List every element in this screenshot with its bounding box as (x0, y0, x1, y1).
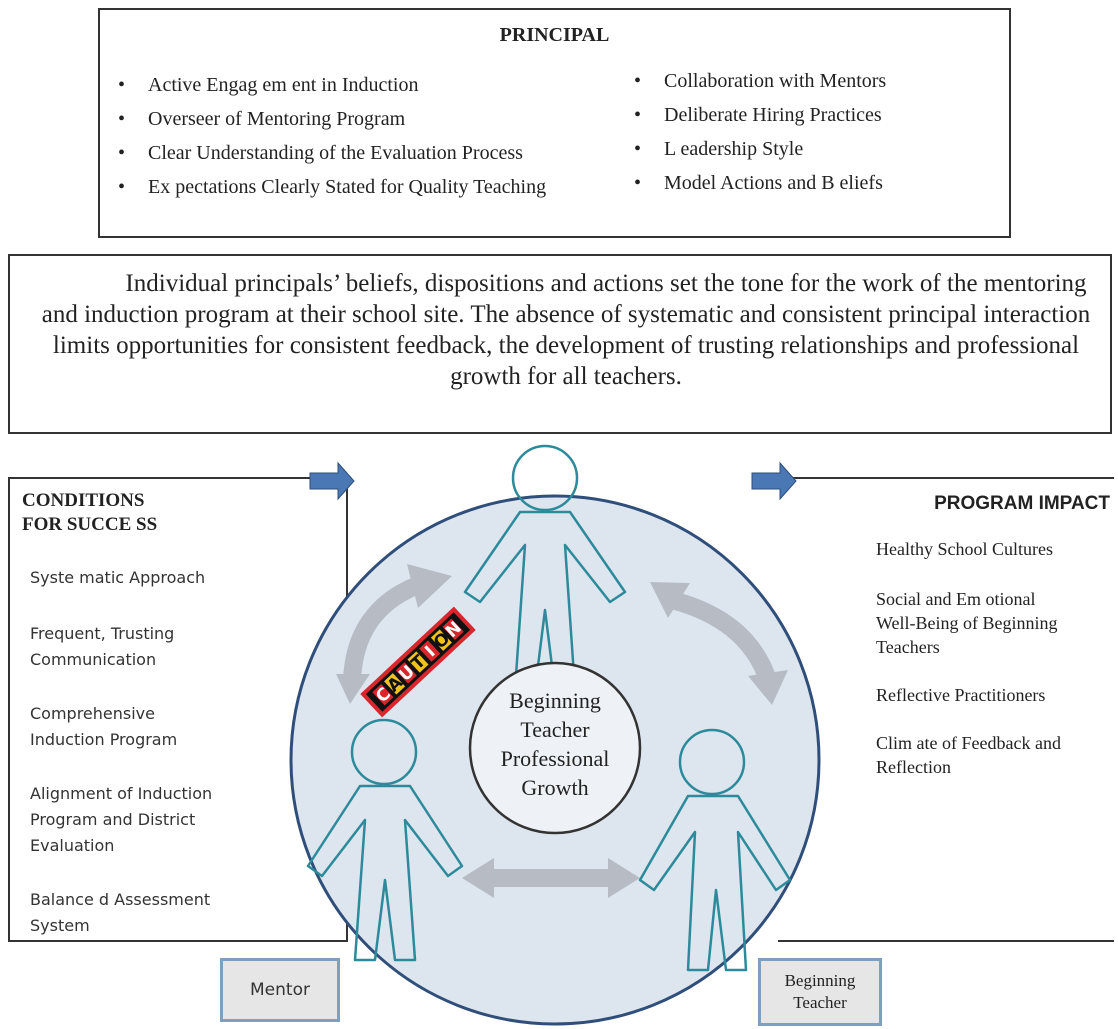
principal-title: PRINCIPAL (499, 24, 610, 46)
condition-item: Alignment of Induction Program and Distr… (30, 784, 213, 855)
center-label-line: Beginning (509, 688, 601, 713)
impact-list: Healthy School Cultures Social and Em ot… (876, 537, 1111, 803)
caution-letter-bg (372, 684, 394, 706)
principal-item: L eadership Style (630, 132, 886, 166)
right-blue-arrow (751, 461, 797, 501)
arrowhead (650, 582, 690, 618)
principal-item: Deliberate Hiring Practices (630, 98, 886, 132)
beginning-teacher-person-figure (638, 728, 792, 972)
principal-item: Overseer of Mentoring Program (114, 102, 546, 136)
caution-letter-bg (442, 618, 464, 640)
impact-item: Reflective Practitioners (876, 685, 1046, 705)
caution-letter-bg (430, 629, 452, 651)
arrowhead (748, 670, 788, 705)
impact-item: Healthy School Cultures (876, 539, 1053, 559)
arrowhead (407, 564, 452, 608)
caution-letter-bg (419, 640, 441, 662)
condition-item: Balance d Assessment System (30, 890, 211, 935)
center-label-line: Teacher (520, 717, 590, 742)
caution-tape: C A U T I O N (360, 606, 476, 718)
caution-letter-bg (407, 651, 429, 673)
mentor-person-figure (306, 718, 464, 962)
beginning-teacher-label: Beginning Teacher (785, 970, 856, 1014)
mentor-label: Mentor (250, 980, 310, 1000)
top-person-figure (463, 444, 627, 692)
caution-letter-bg (384, 673, 406, 695)
center-label: Beginning Teacher Professional Growth (478, 686, 632, 802)
impact-item: Social and Em otional Well-Being of Begi… (876, 589, 1058, 657)
condition-item: Comprehensive Induction Program (30, 704, 178, 749)
principal-box: PRINCIPAL Active Engag em ent in Inducti… (98, 8, 1011, 238)
impact-title: PROGRAM IMPACT (934, 493, 1110, 514)
conditions-list: Syste matic Approach Frequent, Trusting … (30, 565, 260, 967)
caution-letter-bg (395, 662, 417, 684)
center-circle (468, 661, 642, 835)
gray-arrows (343, 576, 777, 887)
principal-item: Model Actions and B eliefs (630, 166, 886, 200)
conditions-title: CONDITIONS FOR SUCCE SS (22, 489, 157, 537)
principal-item: Collaboration with Mentors (630, 64, 886, 98)
conditions-box: CONDITIONS FOR SUCCE SS Syste matic Appr… (8, 477, 348, 942)
condition-item: Frequent, Trusting Communication (30, 624, 175, 669)
beginning-teacher-label-line2: Teacher (793, 993, 847, 1012)
principal-list-left: Active Engag em ent in Induction Oversee… (114, 68, 546, 204)
impact-item: Clim ate of Feedback and Reflection (876, 733, 1061, 777)
mentor-label-box: Mentor (220, 958, 340, 1022)
beginning-teacher-label-box: Beginning Teacher (758, 958, 882, 1026)
statement-box: Individual principals’ beliefs, disposit… (8, 254, 1112, 434)
impact-box: PROGRAM IMPACT Healthy School Cultures S… (778, 477, 1114, 942)
right-curved-arrow (669, 591, 777, 684)
principal-item: Active Engag em ent in Induction (114, 68, 546, 102)
principal-list-right: Collaboration with Mentors Deliberate Hi… (630, 64, 886, 200)
arrowhead (608, 858, 640, 898)
condition-item: Syste matic Approach (30, 568, 206, 587)
statement-text: Individual principals’ beliefs, disposit… (41, 270, 1091, 390)
principal-item: Ex pectations Clearly Stated for Quality… (114, 170, 546, 204)
conditions-title-line1: CONDITIONS (22, 490, 145, 511)
center-label-line: Growth (521, 775, 589, 800)
principal-item: Clear Understanding of the Evaluation Pr… (114, 136, 546, 170)
arrowhead (336, 674, 370, 704)
center-label-line: Professional (500, 746, 610, 771)
beginning-teacher-label-line1: Beginning (784, 971, 856, 990)
left-blue-arrow (309, 461, 355, 501)
left-curved-arrow (343, 576, 422, 681)
conditions-title-line2: FOR SUCCE SS (22, 514, 158, 535)
arrowhead (462, 858, 494, 898)
